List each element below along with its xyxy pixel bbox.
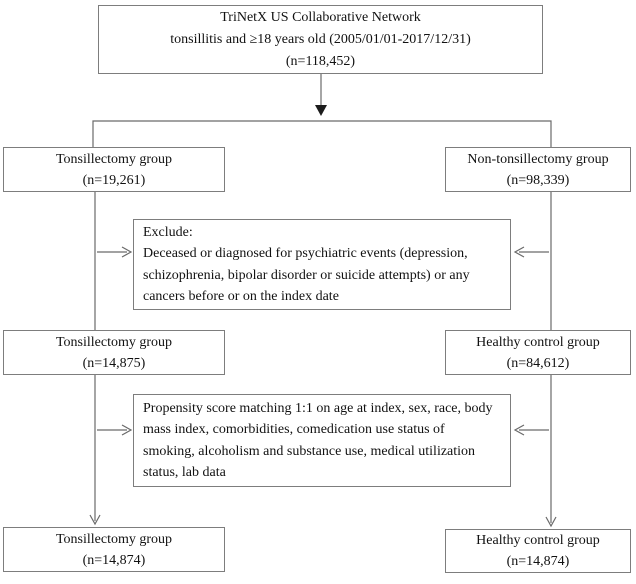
box-line: (n=98,339) <box>506 172 570 188</box>
box-healthy-control-group-2: Healthy control group (n=14,874) <box>445 529 631 573</box>
box-line: (n=14,874) <box>82 552 146 568</box>
box-line: (n=14,875) <box>82 355 146 371</box>
box-line: status, lab data <box>143 465 226 480</box>
box-line: schizophrenia, bipolar disorder or suici… <box>143 267 470 283</box>
box-line: Non-tonsillectomy group <box>467 151 609 167</box>
arrow-left-to-matching <box>97 424 133 436</box>
box-line: Tonsillectomy group <box>55 334 173 350</box>
box-tonsillectomy-group-3: Tonsillectomy group (n=14,874) <box>3 527 225 572</box>
box-line: mass index, comorbidities, comedication … <box>143 422 445 437</box>
box-healthy-control-group-1: Healthy control group (n=84,612) <box>445 330 631 375</box>
box-line: (n=14,874) <box>506 554 570 569</box>
box-line: Exclude: <box>143 224 193 240</box>
arrow-right-row3-to-bottom <box>545 375 557 528</box>
box-line: Tonsillectomy group <box>55 531 173 547</box>
arrow-left-row3-to-bottom <box>89 375 101 526</box>
box-line: (n=84,612) <box>506 355 570 371</box>
box-line: (n=118,452) <box>285 53 356 69</box>
arrow-right-to-matching <box>513 424 549 436</box>
arrow-right-to-exclusion <box>513 246 549 258</box>
box-line: tonsillitis and ≥18 years old (2005/01/0… <box>170 31 471 47</box>
box-line: Healthy control group <box>476 334 600 350</box>
box-line: Tonsillectomy group <box>55 151 173 167</box>
box-line: Healthy control group <box>476 533 600 548</box>
box-non-tonsillectomy-group: Non-tonsillectomy group (n=98,339) <box>445 147 631 192</box>
box-tonsillectomy-group-1: Tonsillectomy group (n=19,261) <box>3 147 225 192</box>
arrow-left-to-exclusion <box>97 246 133 258</box>
box-initial-cohort: TriNetX US Collaborative Network tonsill… <box>98 5 543 74</box>
box-line: cancers before or on the index date <box>143 289 339 304</box>
box-line: Propensity score matching 1:1 on age at … <box>143 400 493 416</box>
box-line: TriNetX US Collaborative Network <box>220 9 421 25</box>
box-line: (n=19,261) <box>82 172 146 188</box>
arrow-initial-to-branch <box>315 74 327 116</box>
box-exclusion-criteria: Exclude: Deceased or diagnosed for psych… <box>133 219 511 310</box>
box-line: smoking, alcoholism and substance use, m… <box>143 443 476 459</box>
box-tonsillectomy-group-2: Tonsillectomy group (n=14,875) <box>3 330 225 375</box>
box-propensity-matching: Propensity score matching 1:1 on age at … <box>133 394 511 487</box>
branch-line <box>92 120 552 147</box>
box-line: Deceased or diagnosed for psychiatric ev… <box>143 246 468 261</box>
